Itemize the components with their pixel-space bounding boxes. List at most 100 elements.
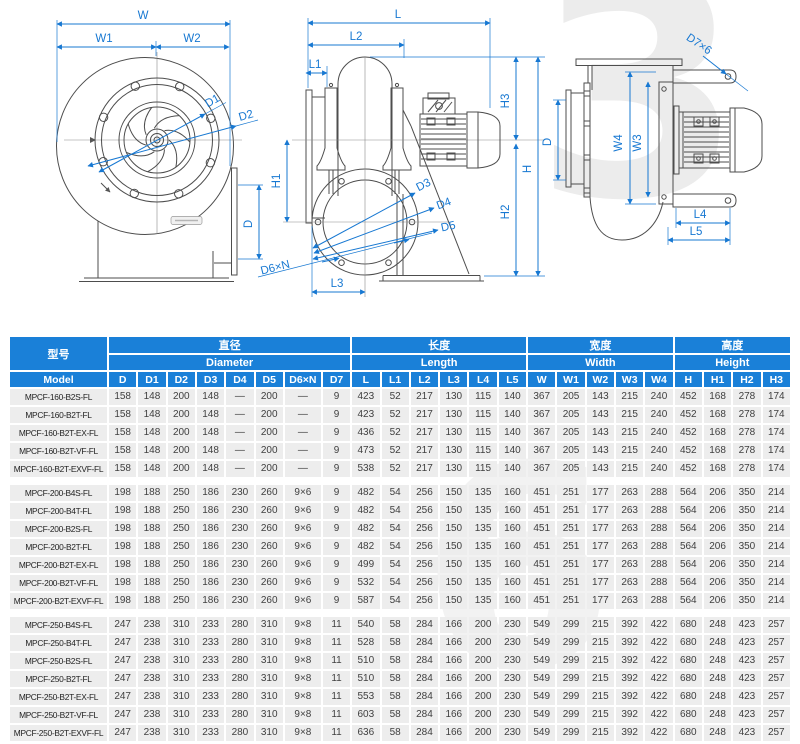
- table-cell: 215: [586, 635, 614, 651]
- table-cell: 158: [109, 443, 137, 459]
- table-cell: 11: [322, 671, 351, 687]
- table-cell: 143: [586, 461, 614, 477]
- table-cell: 188: [138, 485, 166, 501]
- table-cell: 260: [255, 503, 283, 519]
- table-cell: 54: [381, 557, 409, 573]
- table-cell: 540: [352, 617, 380, 633]
- table-cell: 58: [381, 725, 409, 741]
- table-cell: 510: [352, 671, 380, 687]
- table-cell: 250: [167, 539, 195, 555]
- table-cell: 217: [410, 425, 439, 441]
- table-cell: 188: [138, 521, 166, 537]
- table-cell: 177: [586, 593, 614, 609]
- table-cell: 299: [557, 725, 585, 741]
- model-cell: MPCF-200-B2S-FL: [10, 521, 107, 537]
- table-cell: 115: [469, 407, 497, 423]
- table-cell: 158: [109, 425, 137, 441]
- table-cell: 248: [703, 689, 732, 705]
- table-cell: 215: [616, 443, 644, 459]
- table-cell: 238: [138, 635, 166, 651]
- table-cell: 278: [733, 443, 761, 459]
- dim-label-d5: D5: [440, 220, 457, 235]
- table-cell: 174: [762, 443, 790, 459]
- model-cell: MPCF-160-B2T-FL: [10, 407, 107, 423]
- table-cell: 160: [498, 557, 527, 573]
- table-cell: 299: [557, 617, 585, 633]
- table-cell: 198: [109, 593, 137, 609]
- table-cell: 11: [322, 635, 351, 651]
- table-cell: 140: [498, 425, 527, 441]
- table-cell: 158: [109, 461, 137, 477]
- table-cell: 549: [528, 635, 556, 651]
- table-cell: 205: [557, 461, 585, 477]
- table-cell: 54: [381, 485, 409, 501]
- table-cell: 310: [255, 671, 283, 687]
- table-cell: 284: [410, 707, 439, 723]
- table-cell: 140: [498, 389, 527, 405]
- table-cell: 549: [528, 707, 556, 723]
- table-cell: 160: [498, 539, 527, 555]
- table-cell: 200: [469, 635, 497, 651]
- table-cell: 217: [410, 461, 439, 477]
- column-header: L5: [498, 372, 527, 387]
- table-cell: 451: [528, 503, 556, 519]
- table-cell: 150: [440, 485, 468, 501]
- table-cell: 367: [528, 425, 556, 441]
- table-cell: 310: [255, 653, 283, 669]
- dim-label-d4: D4: [435, 196, 453, 213]
- table-cell: 251: [557, 521, 585, 537]
- table-cell: 52: [381, 461, 409, 477]
- front-view-drawing: W W1 W2 D1 D2 D: [56, 10, 263, 282]
- table-cell: 367: [528, 407, 556, 423]
- table-cell: 564: [674, 485, 702, 501]
- table-cell: 148: [138, 443, 166, 459]
- table-cell: 215: [586, 689, 614, 705]
- table-cell: 260: [255, 593, 283, 609]
- table-cell: 215: [616, 425, 644, 441]
- table-cell: 215: [586, 707, 614, 723]
- table-cell: 451: [528, 557, 556, 573]
- table-cell: 482: [352, 521, 380, 537]
- table-cell: 9: [322, 461, 351, 477]
- table-cell: 143: [586, 407, 614, 423]
- model-cell: MPCF-160-B2T-VF-FL: [10, 443, 107, 459]
- table-cell: 9×8: [284, 689, 321, 705]
- table-cell: —: [226, 443, 254, 459]
- column-header: L: [352, 372, 380, 387]
- dim-label-l1: L1: [309, 59, 322, 71]
- table-cell: 9: [322, 389, 351, 405]
- table-cell: 280: [226, 707, 254, 723]
- table-cell: 230: [226, 593, 254, 609]
- table-cell: 188: [138, 593, 166, 609]
- table-cell: 233: [196, 689, 225, 705]
- column-header: L4: [469, 372, 497, 387]
- table-cell: 166: [440, 617, 468, 633]
- table-cell: 257: [762, 707, 790, 723]
- group-header-height-en: Height: [674, 355, 790, 370]
- table-cell: 186: [196, 575, 225, 591]
- table-cell: 174: [762, 389, 790, 405]
- model-cell: MPCF-200-B2T-EX-FL: [10, 557, 107, 573]
- table-cell: 188: [138, 557, 166, 573]
- table-cell: 263: [616, 539, 644, 555]
- table-cell: 451: [528, 575, 556, 591]
- table-cell: 168: [703, 389, 732, 405]
- table-cell: 174: [762, 425, 790, 441]
- column-header: L3: [440, 372, 468, 387]
- table-cell: 230: [498, 617, 527, 633]
- group-gap-row: [10, 479, 790, 483]
- column-header: D3: [196, 372, 225, 387]
- table-cell: 214: [762, 521, 790, 537]
- table-cell: 680: [674, 635, 702, 651]
- column-header: W: [528, 372, 556, 387]
- table-cell: 198: [109, 485, 137, 501]
- table-cell: 284: [410, 653, 439, 669]
- table-cell: 257: [762, 635, 790, 651]
- table-cell: 9×8: [284, 725, 321, 741]
- table-cell: 240: [645, 461, 673, 477]
